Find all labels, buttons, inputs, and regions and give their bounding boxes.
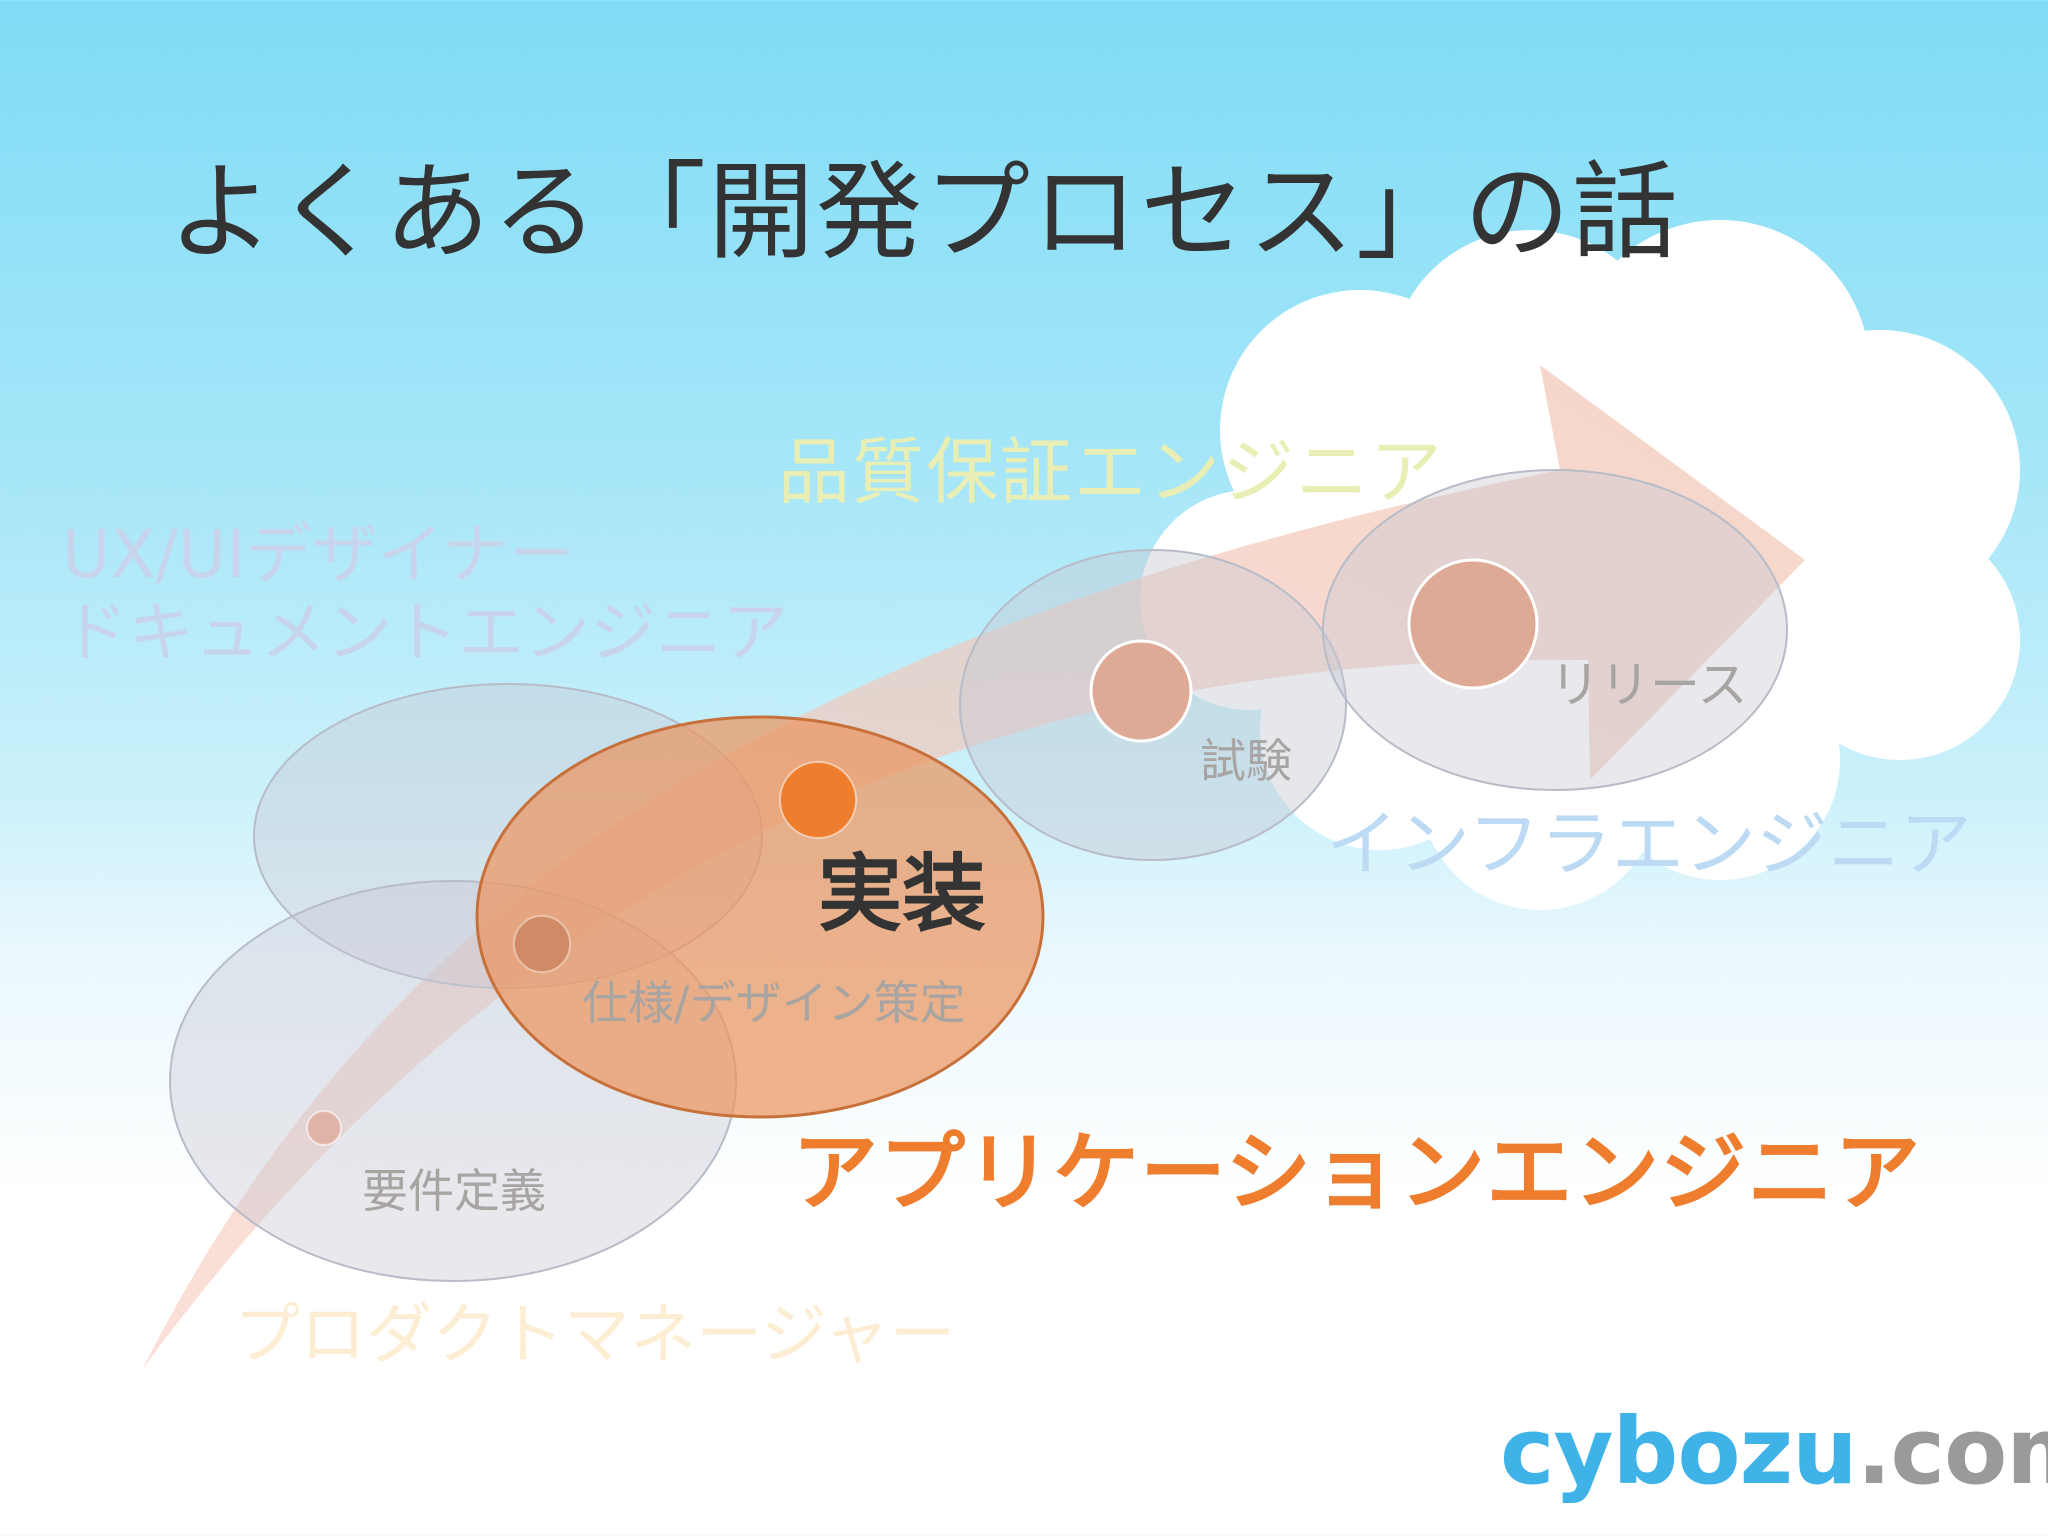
role-label-qa-engineer: 品質保証エンジニア <box>778 430 1445 514</box>
role-label-infra-engineer: インフラエンジニア <box>1326 802 1972 886</box>
phase-label-release: リリース <box>1550 656 1748 714</box>
dot-spec-design <box>513 915 571 973</box>
phase-label-spec-design: 仕様/デザイン策定 <box>582 976 966 1030</box>
role-label-application-engineer: アプリケーションエンジニア <box>792 1123 1922 1223</box>
logo-main-text: cybozu <box>1500 1398 1858 1505</box>
process-arrow <box>142 365 1805 1370</box>
logo-tld-text: .com <box>1856 1398 2048 1505</box>
dot-release <box>1407 558 1539 690</box>
role-label-document-engineer: ドキュメントエンジニア <box>62 594 788 671</box>
ellipse-release <box>1322 469 1788 791</box>
dot-implementation <box>779 761 857 839</box>
ellipse-implementation <box>475 715 1045 1119</box>
role-label-product-manager: プロダクトマネージャー <box>234 1296 956 1373</box>
cybozu-logo: cybozu.com <box>1500 1406 2048 1498</box>
dot-requirements <box>306 1110 342 1146</box>
dot-testing <box>1089 639 1193 743</box>
phase-label-requirements: 要件定義 <box>362 1164 546 1218</box>
phase-label-implementation: 実装 <box>818 845 987 943</box>
role-label-ux-designer: UX/UIデザイナー <box>62 516 575 593</box>
slide-title: よくある「開発プロセス」の話 <box>168 151 1680 274</box>
phase-label-testing: 試験 <box>1200 734 1292 788</box>
